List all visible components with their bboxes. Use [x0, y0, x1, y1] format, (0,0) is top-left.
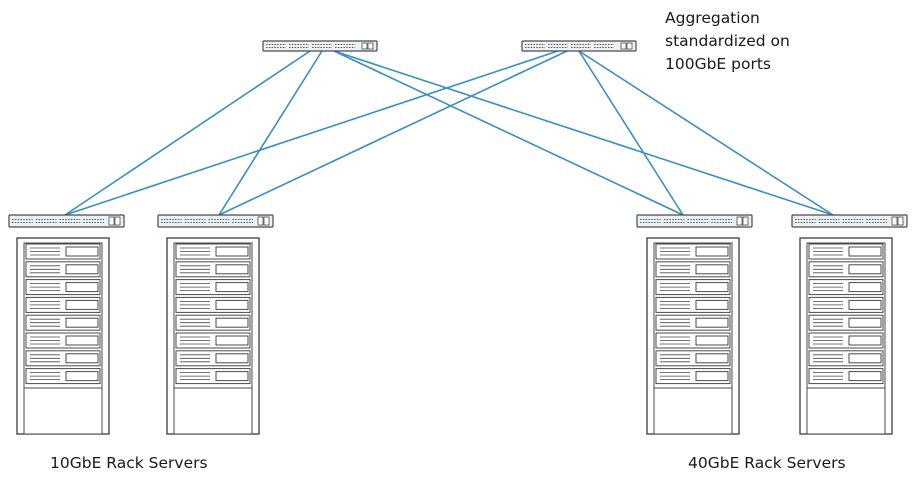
rack-1-server-4-drive: [65, 299, 99, 310]
uplink-4: [333, 50, 834, 216]
rack-3-server-3-drive: [695, 282, 729, 293]
rack-2-server-8-drive: [215, 371, 249, 382]
rack-2-server-2-drive: [215, 264, 249, 275]
rack-2-server-5-drive: [215, 317, 249, 328]
rack-2-server-4-drive: [215, 299, 249, 310]
tor-switch-3: [636, 214, 753, 228]
rack-4-server-1-drive: [848, 246, 882, 257]
rack-3-server-6-drive: [695, 335, 729, 346]
aggregation-switch-1-uplink-port-1: [361, 42, 368, 50]
rack-1-server-1-drive: [65, 246, 99, 257]
aggregation-switch-2-uplink-port-2: [626, 42, 633, 50]
aggregation-switch-1: [262, 40, 378, 52]
tor-switch-1-uplink-port-1: [108, 216, 115, 226]
tor-switch-1: [8, 214, 125, 228]
devices-layer: [8, 40, 908, 435]
aggregation-annotation-line-1: Aggregation: [665, 9, 760, 27]
uplink-8: [578, 50, 834, 216]
tor-switch-2-uplink-port-2: [263, 216, 270, 226]
rack-2: [166, 237, 260, 435]
tor-switch-1-uplink-port-2: [114, 216, 121, 226]
rack-4-server-4-drive: [848, 299, 882, 310]
aggregation-switch-2: [521, 40, 637, 52]
rack-2-server-1-drive: [215, 246, 249, 257]
rack-1-server-3-drive: [65, 282, 99, 293]
aggregation-switch-2-uplink-port-1: [620, 42, 627, 50]
aggregation-switch-2-chassis: [521, 40, 637, 52]
rack-4-server-5-drive: [848, 317, 882, 328]
tor-switch-3-uplink-port-2: [742, 216, 749, 226]
uplink-2: [218, 50, 323, 216]
rack-4-server-3-drive: [848, 282, 882, 293]
rack-4-server-6-drive: [848, 335, 882, 346]
tor-switch-2-chassis: [157, 214, 274, 228]
rack-4-server-7-drive: [848, 353, 882, 364]
aggregation-switch-1-uplink-port-2: [367, 42, 374, 50]
links-layer: [64, 50, 834, 216]
rack-2-server-7-drive: [215, 353, 249, 364]
rack-2-server-3-drive: [215, 282, 249, 293]
aggregation-annotation: Aggregation standardized on 100GbE ports: [665, 7, 790, 76]
tor-switch-4-uplink-port-2: [897, 216, 904, 226]
rack-1-server-8-drive: [65, 371, 99, 382]
tor-switch-4-chassis: [791, 214, 908, 228]
rack-3-server-7-drive: [695, 353, 729, 364]
tor-switch-4-uplink-port-1: [891, 216, 898, 226]
tor-switch-2: [157, 214, 274, 228]
aggregation-annotation-line-3: 100GbE ports: [665, 55, 772, 73]
rack-3-server-2-drive: [695, 264, 729, 275]
rack-1-server-6-drive: [65, 335, 99, 346]
tor-switch-3-uplink-port-1: [736, 216, 743, 226]
rack-4: [799, 237, 893, 435]
aggregation-switch-1-chassis: [262, 40, 378, 52]
tor-switch-1-chassis: [8, 214, 125, 228]
rack-3-server-4-drive: [695, 299, 729, 310]
rack-3-server-8-drive: [695, 371, 729, 382]
rack-3-server-1-drive: [695, 246, 729, 257]
rack-1-server-5-drive: [65, 317, 99, 328]
rack-3-server-5-drive: [695, 317, 729, 328]
left-group-label: 10GbE Rack Servers: [50, 454, 208, 472]
uplink-7: [578, 50, 684, 216]
right-group-label: 40GbE Rack Servers: [688, 454, 846, 472]
uplink-1: [64, 50, 311, 216]
rack-1-server-7-drive: [65, 353, 99, 364]
tor-switch-2-uplink-port-1: [257, 216, 264, 226]
rack-1-server-2-drive: [65, 264, 99, 275]
uplink-5: [64, 50, 559, 216]
rack-1: [16, 237, 110, 435]
tor-switch-4: [791, 214, 908, 228]
uplink-6: [218, 50, 568, 216]
rack-4-server-8-drive: [848, 371, 882, 382]
uplink-3: [333, 50, 684, 216]
aggregation-annotation-line-2: standardized on: [665, 32, 790, 50]
rack-3: [646, 237, 740, 435]
rack-2-server-6-drive: [215, 335, 249, 346]
rack-4-server-2-drive: [848, 264, 882, 275]
tor-switch-3-chassis: [636, 214, 753, 228]
